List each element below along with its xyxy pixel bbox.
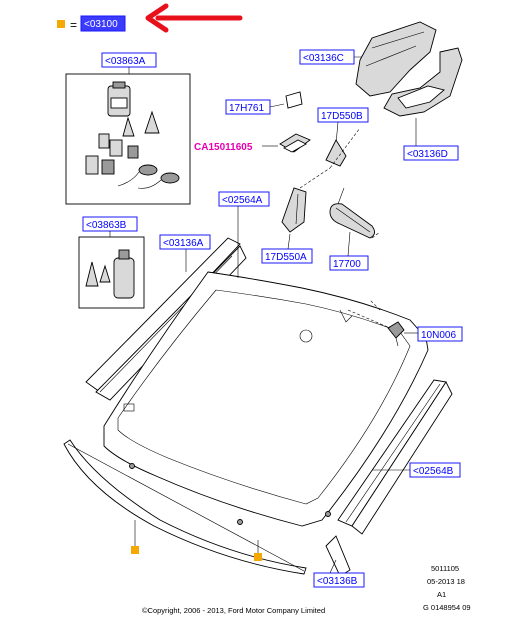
label-02564a[interactable]: <02564A xyxy=(218,191,270,207)
svg-text:17D550B: 17D550B xyxy=(321,111,363,122)
copyright: ©Copyright, 2006 - 2013, Ford Motor Comp… xyxy=(142,606,325,615)
label-03863b[interactable]: <03863B xyxy=(82,216,138,232)
kit-b-parts xyxy=(85,249,135,299)
label-03136b[interactable]: <03136B xyxy=(313,572,365,588)
label-03136c[interactable]: <03136C xyxy=(299,49,355,65)
svg-text:17H761: 17H761 xyxy=(229,103,264,114)
rain-sensor xyxy=(279,133,311,153)
label-03863a[interactable]: <03863A xyxy=(101,52,157,68)
sensor-pad xyxy=(285,91,303,109)
kit-box-a xyxy=(65,73,191,205)
label-10n006[interactable]: 10N006 xyxy=(417,326,463,342)
svg-text:10N006: 10N006 xyxy=(421,330,456,341)
red-arrow-icon xyxy=(145,3,243,33)
legend-equals: = xyxy=(70,18,77,32)
svg-text:<02564A: <02564A xyxy=(222,195,263,206)
right-a-pillar-moulding xyxy=(337,379,453,535)
fastener-clip xyxy=(387,321,405,347)
label-17700[interactable]: 17700 xyxy=(329,255,369,271)
label-03136a[interactable]: <03136A xyxy=(159,234,211,250)
svg-text:<02564B: <02564B xyxy=(413,466,454,477)
label-03136d[interactable]: <03136D xyxy=(403,145,459,161)
rear-view-mirror xyxy=(329,187,375,239)
svg-text:<03136D: <03136D xyxy=(407,149,448,160)
svg-text:<03136C: <03136C xyxy=(303,53,344,64)
right-pillar-lower-trim xyxy=(325,535,351,577)
label-02564b[interactable]: <02564B xyxy=(409,462,461,478)
svg-text:17D550A: 17D550A xyxy=(265,252,307,263)
label-17d550b[interactable]: 17D550B xyxy=(317,107,369,123)
windshield-glass xyxy=(103,271,429,527)
kit-a-parts xyxy=(85,81,180,189)
svg-text:<03863A: <03863A xyxy=(105,56,146,67)
mirror-base-cover xyxy=(281,187,307,233)
footer-line2: 05-2013 18 xyxy=(427,577,465,586)
label-17h761[interactable]: 17H761 xyxy=(225,99,271,115)
legend-marker-icon xyxy=(57,20,65,28)
marker-right-icon xyxy=(254,553,262,561)
svg-text:17700: 17700 xyxy=(333,259,361,270)
lower-cowl-moulding xyxy=(63,439,307,575)
footer-line3: A1 xyxy=(437,590,446,599)
upper-cowl-panel xyxy=(355,21,463,117)
legend-code-label[interactable]: <03100 xyxy=(80,15,126,32)
svg-text:<03863B: <03863B xyxy=(86,220,127,231)
svg-text:<03136A: <03136A xyxy=(163,238,204,249)
footer-line4: G 0148954 09 xyxy=(423,603,471,612)
label-17d550a[interactable]: 17D550A xyxy=(261,248,313,264)
marker-left-icon xyxy=(131,546,139,554)
svg-text:<03100: <03100 xyxy=(84,19,118,30)
footer-line1: 5011105 xyxy=(431,564,459,573)
kit-box-b xyxy=(78,236,145,309)
mirror-cover-small xyxy=(325,139,347,167)
callout-pink[interactable]: CA15011605 xyxy=(194,142,253,153)
svg-text:<03136B: <03136B xyxy=(317,576,358,587)
